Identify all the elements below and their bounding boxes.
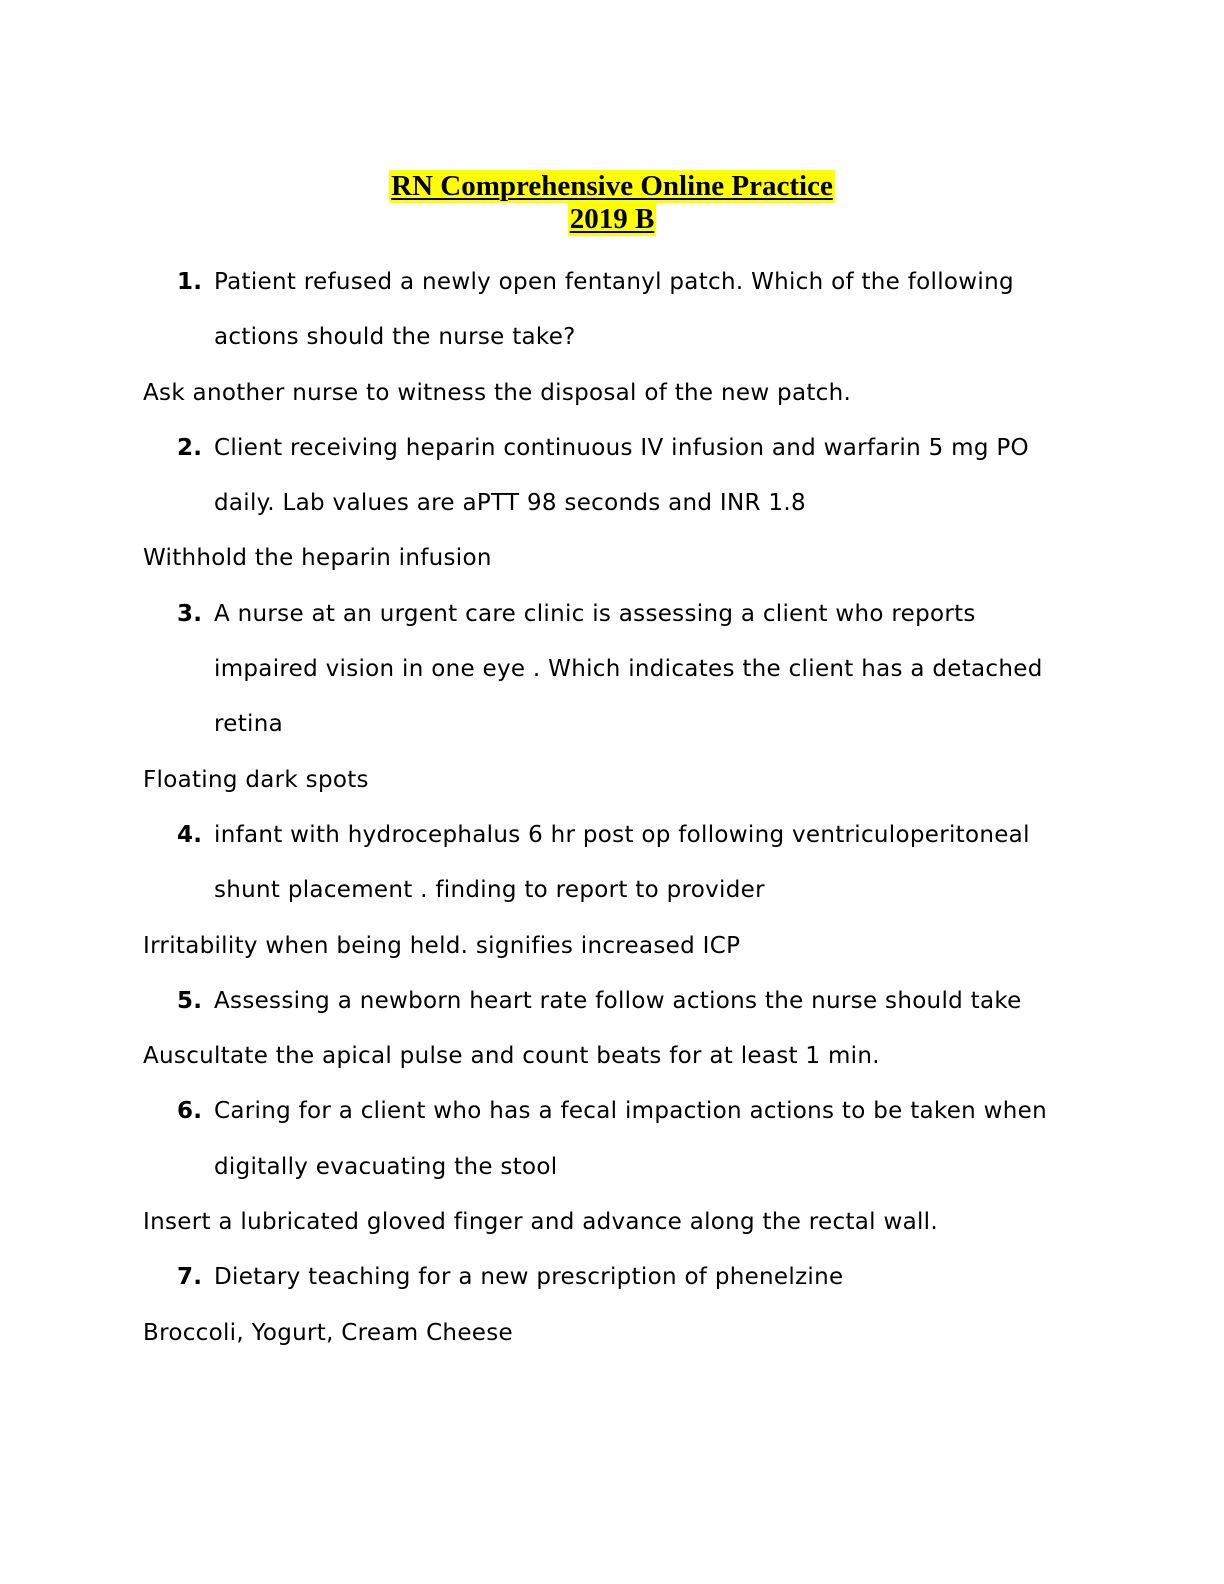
answer-text: Insert a lubricated gloved finger and ad…: [143, 1209, 938, 1236]
answer-text: Irritability when being held. signifies …: [143, 932, 741, 959]
title-line-1: RN Comprehensive Online Practice: [389, 170, 835, 203]
answer-text: Ask another nurse to witness the disposa…: [143, 379, 852, 406]
question-list: 1. Patient refused a newly open fentanyl…: [143, 255, 1063, 1361]
question-item: 6. Caring for a client who has a fecal i…: [143, 1084, 1063, 1195]
question-item: 7. Dietary teaching for a new prescripti…: [143, 1250, 1063, 1305]
question-item: 4. infant with hydrocephalus 6 hr post o…: [143, 808, 1063, 919]
question-item: 3. A nurse at an urgent care clinic is a…: [143, 587, 1063, 753]
question-text: Client receiving heparin continuous IV i…: [214, 434, 1029, 517]
document-title: RN Comprehensive Online Practice 2019 B: [0, 170, 1224, 236]
question-text: Patient refused a newly open fentanyl pa…: [214, 269, 1014, 351]
answer-text: Broccoli, Yogurt, Cream Cheese: [143, 1319, 513, 1346]
title-line-2: 2019 B: [567, 203, 657, 236]
question-number: 1.: [177, 269, 203, 295]
question-text: Dietary teaching for a new prescription …: [214, 1264, 844, 1291]
answer-text: Floating dark spots: [143, 766, 369, 793]
question-number: 2.: [177, 434, 203, 461]
question-item: 1. Patient refused a newly open fentanyl…: [143, 255, 1063, 366]
answer-text: Withhold the heparin infusion: [143, 545, 492, 572]
question-item: 5. Assessing a newborn heart rate follow…: [143, 974, 1063, 1029]
question-number: 5.: [177, 987, 203, 1014]
question-number: 3.: [177, 600, 203, 627]
question-number: 7.: [177, 1264, 203, 1291]
question-number: 4.: [177, 821, 203, 848]
question-text: infant with hydrocephalus 6 hr post op f…: [214, 821, 1030, 904]
question-text: Assessing a newborn heart rate follow ac…: [214, 987, 1022, 1014]
answer-text: Auscultate the apical pulse and count be…: [143, 1043, 880, 1070]
question-item: 2. Client receiving heparin continuous I…: [143, 421, 1063, 532]
question-text: A nurse at an urgent care clinic is asse…: [214, 600, 1043, 738]
question-number: 6.: [177, 1098, 203, 1125]
question-text: Caring for a client who has a fecal impa…: [214, 1098, 1047, 1180]
